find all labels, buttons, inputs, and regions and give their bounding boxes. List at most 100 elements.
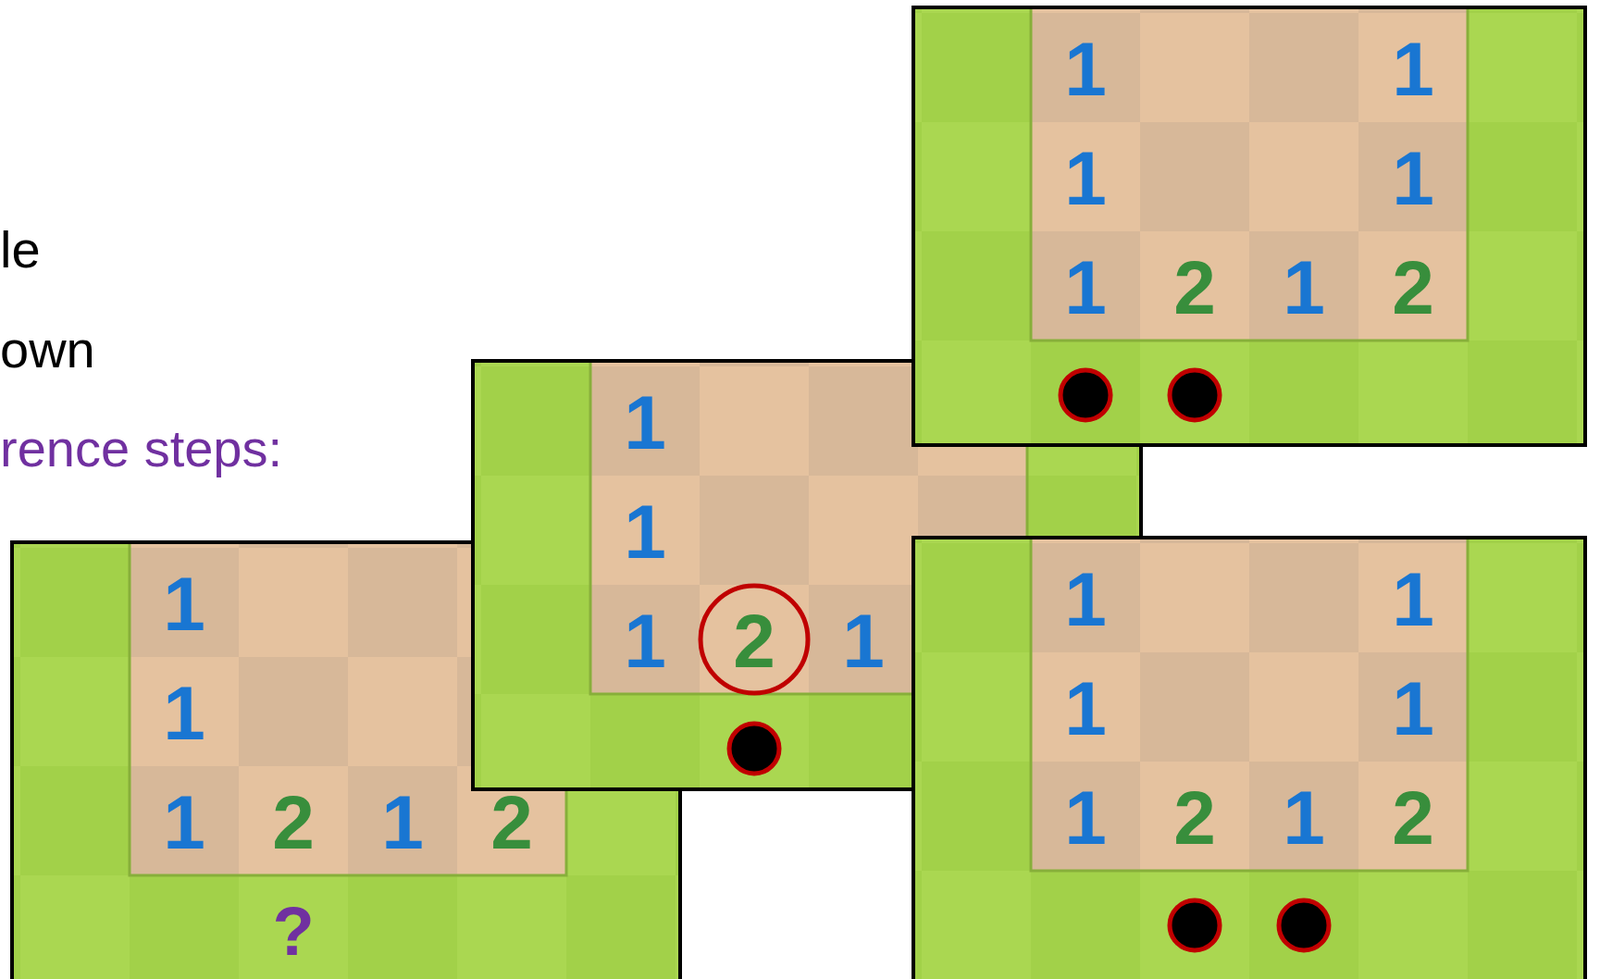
grass-cell: [238, 657, 348, 767]
revealed-cell: [699, 475, 809, 585]
revealed-cell: [347, 766, 458, 876]
unknown-mark: ?: [272, 897, 314, 967]
grass-cell: [1140, 340, 1250, 447]
grass-cell: [1249, 652, 1359, 762]
grass-cell: [1249, 122, 1359, 232]
revealed-edge: [1030, 5, 1468, 341]
grass-cell: [1358, 231, 1468, 341]
panel-border: [12, 542, 681, 979]
grass-cell: [1140, 870, 1250, 979]
grass-cell: [566, 875, 676, 979]
cell-number: 2: [1391, 249, 1435, 326]
grass-cell: [1030, 870, 1141, 979]
grass-cell: [1358, 870, 1468, 979]
revealed-cell: [590, 366, 700, 476]
revealed-cell: [1249, 122, 1359, 232]
revealed-cell: [699, 584, 809, 695]
grass-cell: [1249, 543, 1359, 653]
cell-number: 2: [490, 784, 534, 861]
grass-cell: [1030, 122, 1141, 232]
cell-number: 1: [1391, 561, 1435, 638]
revealed-cell: [1358, 12, 1468, 123]
cell-number: 1: [623, 494, 667, 571]
cell-number: 1: [1064, 249, 1107, 326]
grass-cell: [481, 584, 591, 695]
cell-number: 1: [1064, 561, 1107, 638]
grass-cell: [1140, 652, 1250, 762]
cell-number: 1: [1391, 140, 1435, 217]
grass-cell: [1249, 761, 1359, 871]
grass-cell: [1467, 122, 1577, 232]
grass-cell: [921, 12, 1031, 123]
grass-cell: [481, 366, 591, 476]
grass-cell: [1140, 761, 1250, 871]
slide-text: le: [0, 223, 41, 276]
grass-cell: [20, 657, 130, 767]
cell-number: 1: [1282, 249, 1326, 326]
revealed-cell: [238, 766, 348, 876]
grass-cell: [1358, 761, 1468, 871]
cell-number: 1: [381, 784, 424, 861]
cell-number: 1: [162, 675, 206, 752]
grass-cell: [808, 694, 918, 792]
grass-cell: [347, 766, 458, 876]
cell-number: 1: [1064, 780, 1107, 856]
cell-number: 1: [623, 603, 667, 680]
grass-cell: [590, 584, 700, 695]
grass-cell: [921, 652, 1031, 762]
grass-cell: [347, 547, 458, 658]
grass-cell: [699, 584, 809, 695]
grass-cell: [20, 875, 130, 979]
grass-cell: [129, 657, 239, 767]
grass-cell: [347, 875, 458, 979]
grass-cell: [921, 122, 1031, 232]
grass-cell: [1030, 652, 1141, 762]
grass-cell: [699, 366, 809, 476]
grass-cell: [1249, 340, 1359, 447]
revealed-cell: [1140, 12, 1250, 123]
revealed-cell: [347, 547, 458, 658]
mine-marker: [729, 723, 780, 774]
mine-marker: [1169, 900, 1220, 951]
minesweeper-board: [911, 535, 1588, 979]
grass-cell: [808, 366, 918, 476]
cell-number: 1: [623, 384, 667, 461]
revealed-edge: [1030, 535, 1468, 871]
cell-number: 1: [1064, 670, 1107, 747]
grass-cell: [1249, 870, 1359, 979]
cell-number: 2: [1391, 780, 1435, 856]
cell-number: 2: [1173, 780, 1216, 856]
revealed-cell: [1030, 652, 1141, 762]
grass-cell: [1249, 12, 1359, 123]
revealed-cell: [590, 584, 700, 695]
grass-cell: [1358, 652, 1468, 762]
revealed-cell: [1140, 761, 1250, 871]
grass-cell: [1467, 543, 1577, 653]
grass-cell: [1467, 652, 1577, 762]
grass-cell: [1030, 340, 1141, 447]
grass-cell: [129, 875, 239, 979]
revealed-cell: [1358, 543, 1468, 653]
mine-marker: [1278, 900, 1329, 951]
grass-cell: [481, 694, 591, 792]
grass-cell: [590, 475, 700, 585]
revealed-cell: [1030, 12, 1141, 123]
revealed-cell: [1140, 122, 1250, 232]
cell-number: 2: [1173, 249, 1216, 326]
mine-marker: [1060, 370, 1111, 421]
grass-cell: [457, 875, 567, 979]
slide-text: own: [0, 323, 96, 376]
grass-cell: [808, 475, 918, 585]
cell-number: 1: [162, 566, 206, 643]
grass-cell: [1140, 543, 1250, 653]
revealed-cell: [808, 475, 918, 585]
grass-cell: [20, 766, 130, 876]
cell-number: 2: [732, 603, 776, 680]
revealed-cell: [590, 475, 700, 585]
revealed-cell: [1358, 231, 1468, 341]
grass-cell: [921, 543, 1031, 653]
cell-number: 1: [842, 603, 885, 680]
revealed-cell: [1249, 761, 1359, 871]
